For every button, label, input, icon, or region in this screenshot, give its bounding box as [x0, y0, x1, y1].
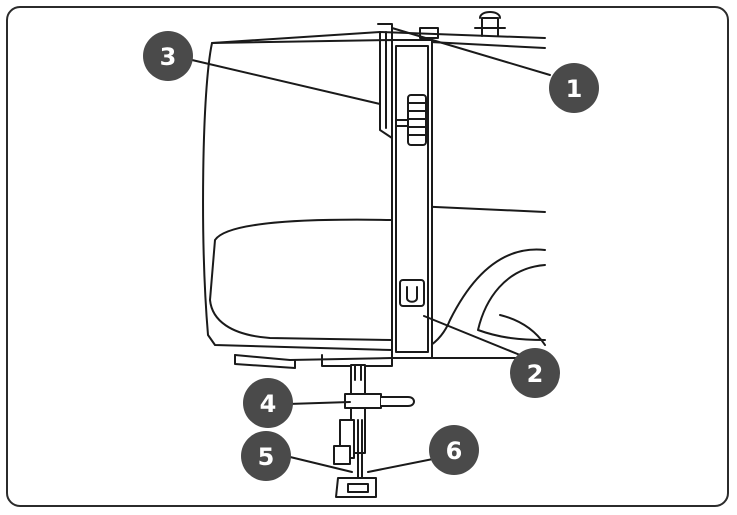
needle [357, 419, 363, 481]
presser-foot-screw [333, 445, 351, 465]
needle-bar-marks [354, 364, 362, 381]
leader-line-1 [391, 27, 551, 76]
callout-5-number: 5 [258, 443, 275, 471]
tension-discs [395, 119, 409, 127]
callout-1-number: 1 [566, 75, 583, 103]
presser-foot-slot [347, 483, 369, 493]
bed-curve [391, 248, 546, 359]
callout-6-number: 6 [446, 437, 463, 465]
tension-dial-ridges [407, 102, 427, 136]
needle-clamp-screw [380, 396, 415, 407]
leader-line-5 [285, 455, 353, 473]
bed-foot [234, 354, 296, 369]
callout-5: 5 [241, 431, 291, 481]
leader-line-2 [423, 315, 521, 356]
threader-guide [399, 279, 425, 307]
needle-clamp [344, 393, 382, 409]
take-up-lever [379, 31, 393, 139]
callout-4: 4 [243, 378, 293, 428]
leader-line-3 [191, 59, 381, 105]
machine-head-outline [202, 39, 393, 351]
threading-channel-inner [395, 45, 429, 353]
callout-2: 2 [510, 348, 560, 398]
threader-hook-symbol [406, 286, 418, 303]
callout-6: 6 [429, 425, 479, 475]
leader-line-4 [287, 401, 351, 405]
callout-3: 3 [143, 31, 193, 81]
callout-3-number: 3 [160, 43, 177, 71]
threading-channel [391, 39, 433, 359]
bed-platform [234, 354, 546, 361]
callout-2-number: 2 [527, 360, 544, 388]
callout-1: 1 [549, 63, 599, 113]
thread-guide-top [377, 23, 393, 41]
spool-pin [474, 11, 506, 37]
callout-4-number: 4 [260, 390, 277, 418]
